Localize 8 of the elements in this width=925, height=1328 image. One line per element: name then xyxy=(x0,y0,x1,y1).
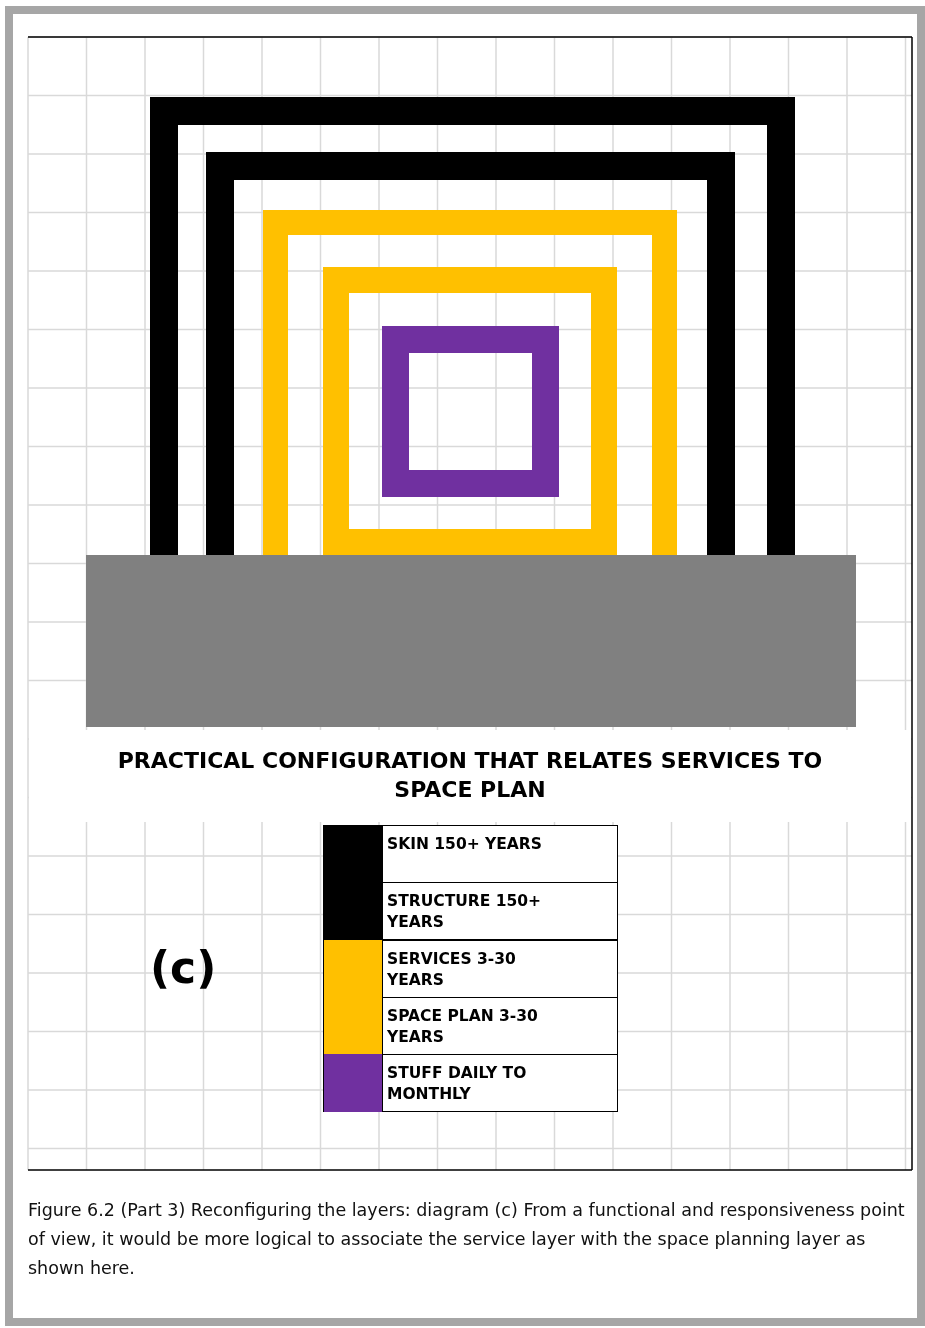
legend-text: STUFF DAILY TO MONTHLY xyxy=(382,1054,618,1112)
figure-caption: Figure 6.2 (Part 3) Reconfiguring the layers: diagram (c) From a functional and responsiveness point of view, it would be more logical to associate the service layer with the space planning layer as shown here. xyxy=(28,1199,906,1280)
diagram-title: PRACTICAL CONFIGURATION THAT RELATES SERVICES TO SPACE PLAN xyxy=(116,747,824,804)
legend-text: SKIN 150+ YEARS xyxy=(382,825,618,883)
legend-text: STRUCTURE 150+ YEARS xyxy=(382,882,618,940)
legend-text: SERVICES 3-30 YEARS xyxy=(382,940,618,998)
legend-text: SPACE PLAN 3-30 YEARS xyxy=(382,997,618,1055)
panel-label: (c) xyxy=(150,941,217,995)
